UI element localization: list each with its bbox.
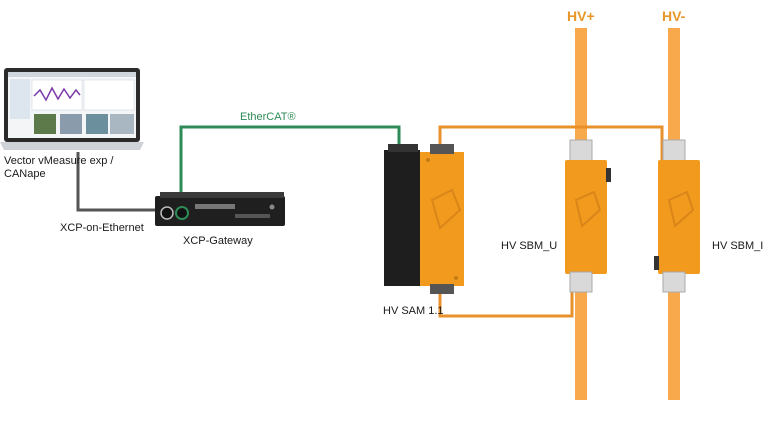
gateway-label-plate-2 [235, 214, 270, 218]
sbm-l-body [658, 160, 700, 274]
sbm-u-side-plug [606, 168, 611, 182]
hv-sbm-l-module [654, 139, 700, 293]
laptop-image-tile-1 [34, 114, 56, 134]
sbm-u-gland-bottom [569, 271, 593, 293]
laptop-chart-wave [33, 86, 81, 102]
laptop-chart-area [31, 79, 83, 111]
ethercat-label: EtherCAT® [240, 111, 296, 123]
ethercat-cable [179, 125, 401, 215]
chain-cable-top [438, 125, 664, 160]
hv-sam-module [384, 144, 464, 294]
hv-sbm-l-label: HV SBM_I [712, 240, 764, 252]
laptop-base [0, 142, 144, 150]
hv-minus-cable-top [668, 28, 680, 148]
hv-minus-label: HV- [662, 8, 686, 24]
sam-black-block [384, 150, 420, 286]
laptop-label: Vector vMeasure exp / [4, 155, 114, 167]
gateway-label-plate [195, 204, 235, 209]
laptop-toolbar [8, 72, 136, 77]
gateway-top-face [160, 192, 284, 198]
sbm-l-side-plug [654, 256, 659, 270]
sam-screw-2 [454, 276, 458, 280]
gateway-port-green [175, 206, 189, 220]
ethernet-cable [76, 152, 163, 212]
laptop-image-tile-2 [60, 114, 82, 134]
sam-orange-block [420, 152, 464, 286]
sam-logo-mark [430, 188, 462, 230]
module-chain-cables [438, 125, 664, 318]
hv-plus-cable-top [575, 28, 587, 148]
laptop [0, 68, 144, 150]
sbm-l-logo-mark [667, 190, 695, 228]
hv-cables [575, 28, 680, 400]
laptop-panel-left [10, 79, 30, 119]
laptop-image-tile-4 [110, 114, 134, 134]
sam-connector-bottom [430, 284, 454, 294]
hv-sam-label: HV SAM 1.1 [383, 305, 444, 317]
gateway-port-left [160, 206, 174, 220]
laptop-image-tile-3 [86, 114, 108, 134]
sbm-l-gland-bottom [662, 271, 686, 293]
hv-minus-cable-bottom [668, 290, 680, 400]
hv-sbm-u-module [565, 139, 611, 293]
xcp-gateway [155, 192, 285, 226]
sbm-u-body [565, 160, 607, 274]
sam-screw-1 [426, 158, 430, 162]
hv-plus-cable-bottom [575, 290, 587, 400]
sbm-l-gland-top [662, 139, 686, 163]
laptop-label-line2: CANape [4, 168, 46, 180]
xcp-ethernet-label: XCP-on-Ethernet [60, 222, 144, 234]
hv-sbm-u-label: HV SBM_U [501, 240, 558, 252]
gateway-status-led [269, 204, 275, 210]
sbm-u-logo-mark [574, 190, 602, 228]
sam-black-top [388, 144, 418, 152]
gateway-body [155, 196, 285, 226]
sam-connector-top [430, 144, 454, 154]
gateway-label: XCP-Gateway [183, 235, 253, 247]
hv-plus-label: HV+ [567, 8, 595, 24]
sbm-u-gland-top [569, 139, 593, 163]
chain-cable-bottom [438, 276, 574, 318]
laptop-table-area [83, 79, 135, 111]
